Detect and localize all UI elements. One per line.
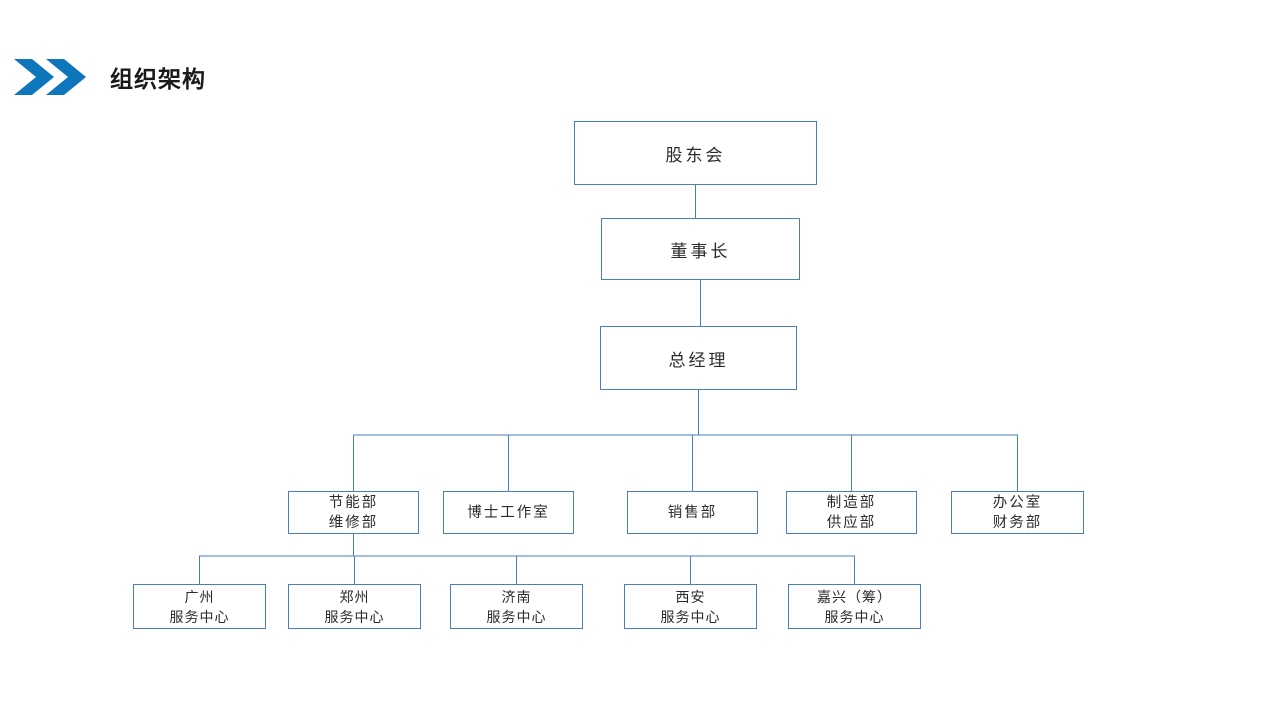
page-header: 组织架构 (0, 0, 1280, 120)
node-label: 股东会 (665, 145, 726, 165)
node-chairman[interactable]: 董事长 (601, 218, 800, 280)
node-label-line-2: 供应部 (826, 514, 877, 531)
node-label-line-1: 济南 (501, 588, 532, 605)
node-center-jiaxing[interactable]: 嘉兴（筹） 服务中心 (788, 584, 921, 629)
node-label-line-1: 西安 (675, 588, 706, 605)
node-label-line-1: 制造部 (826, 494, 877, 511)
node-label-line-1: 博士工作室 (467, 504, 550, 521)
node-dept-sales[interactable]: 销售部 (627, 491, 758, 534)
node-label-line-2: 服务中心 (824, 608, 885, 625)
node-dept-office-finance[interactable]: 办公室 财务部 (951, 491, 1084, 534)
node-label-line-2: 服务中心 (324, 608, 385, 625)
node-label-line-2: 服务中心 (486, 608, 547, 625)
node-label-line-1: 节能部 (328, 494, 379, 511)
page-title: 组织架构 (110, 66, 206, 92)
node-center-zhengzhou[interactable]: 郑州 服务中心 (288, 584, 421, 629)
node-label-line-2: 服务中心 (169, 608, 230, 625)
node-label: 总经理 (668, 350, 729, 370)
node-center-jinan[interactable]: 济南 服务中心 (450, 584, 583, 629)
node-center-guangzhou[interactable]: 广州 服务中心 (133, 584, 266, 629)
node-dept-manufacturing-supply[interactable]: 制造部 供应部 (786, 491, 917, 534)
node-shareholders[interactable]: 股东会 (574, 121, 817, 185)
node-dept-energy-maintenance[interactable]: 节能部 维修部 (288, 491, 419, 534)
node-label: 董事长 (670, 241, 731, 261)
node-label-line-2: 维修部 (328, 514, 379, 531)
node-general-manager[interactable]: 总经理 (600, 326, 797, 390)
node-label-line-1: 销售部 (667, 504, 718, 521)
node-label-line-1: 广州 (184, 588, 215, 605)
double-chevron-right-icon (14, 57, 92, 97)
node-label-line-2: 财务部 (992, 514, 1043, 531)
node-label-line-1: 郑州 (339, 588, 370, 605)
node-label-line-1: 嘉兴（筹） (817, 588, 892, 605)
node-label-line-2: 服务中心 (660, 608, 721, 625)
node-label-line-1: 办公室 (992, 494, 1043, 511)
node-center-xian[interactable]: 西安 服务中心 (624, 584, 757, 629)
node-dept-doctoral-studio[interactable]: 博士工作室 (443, 491, 574, 534)
